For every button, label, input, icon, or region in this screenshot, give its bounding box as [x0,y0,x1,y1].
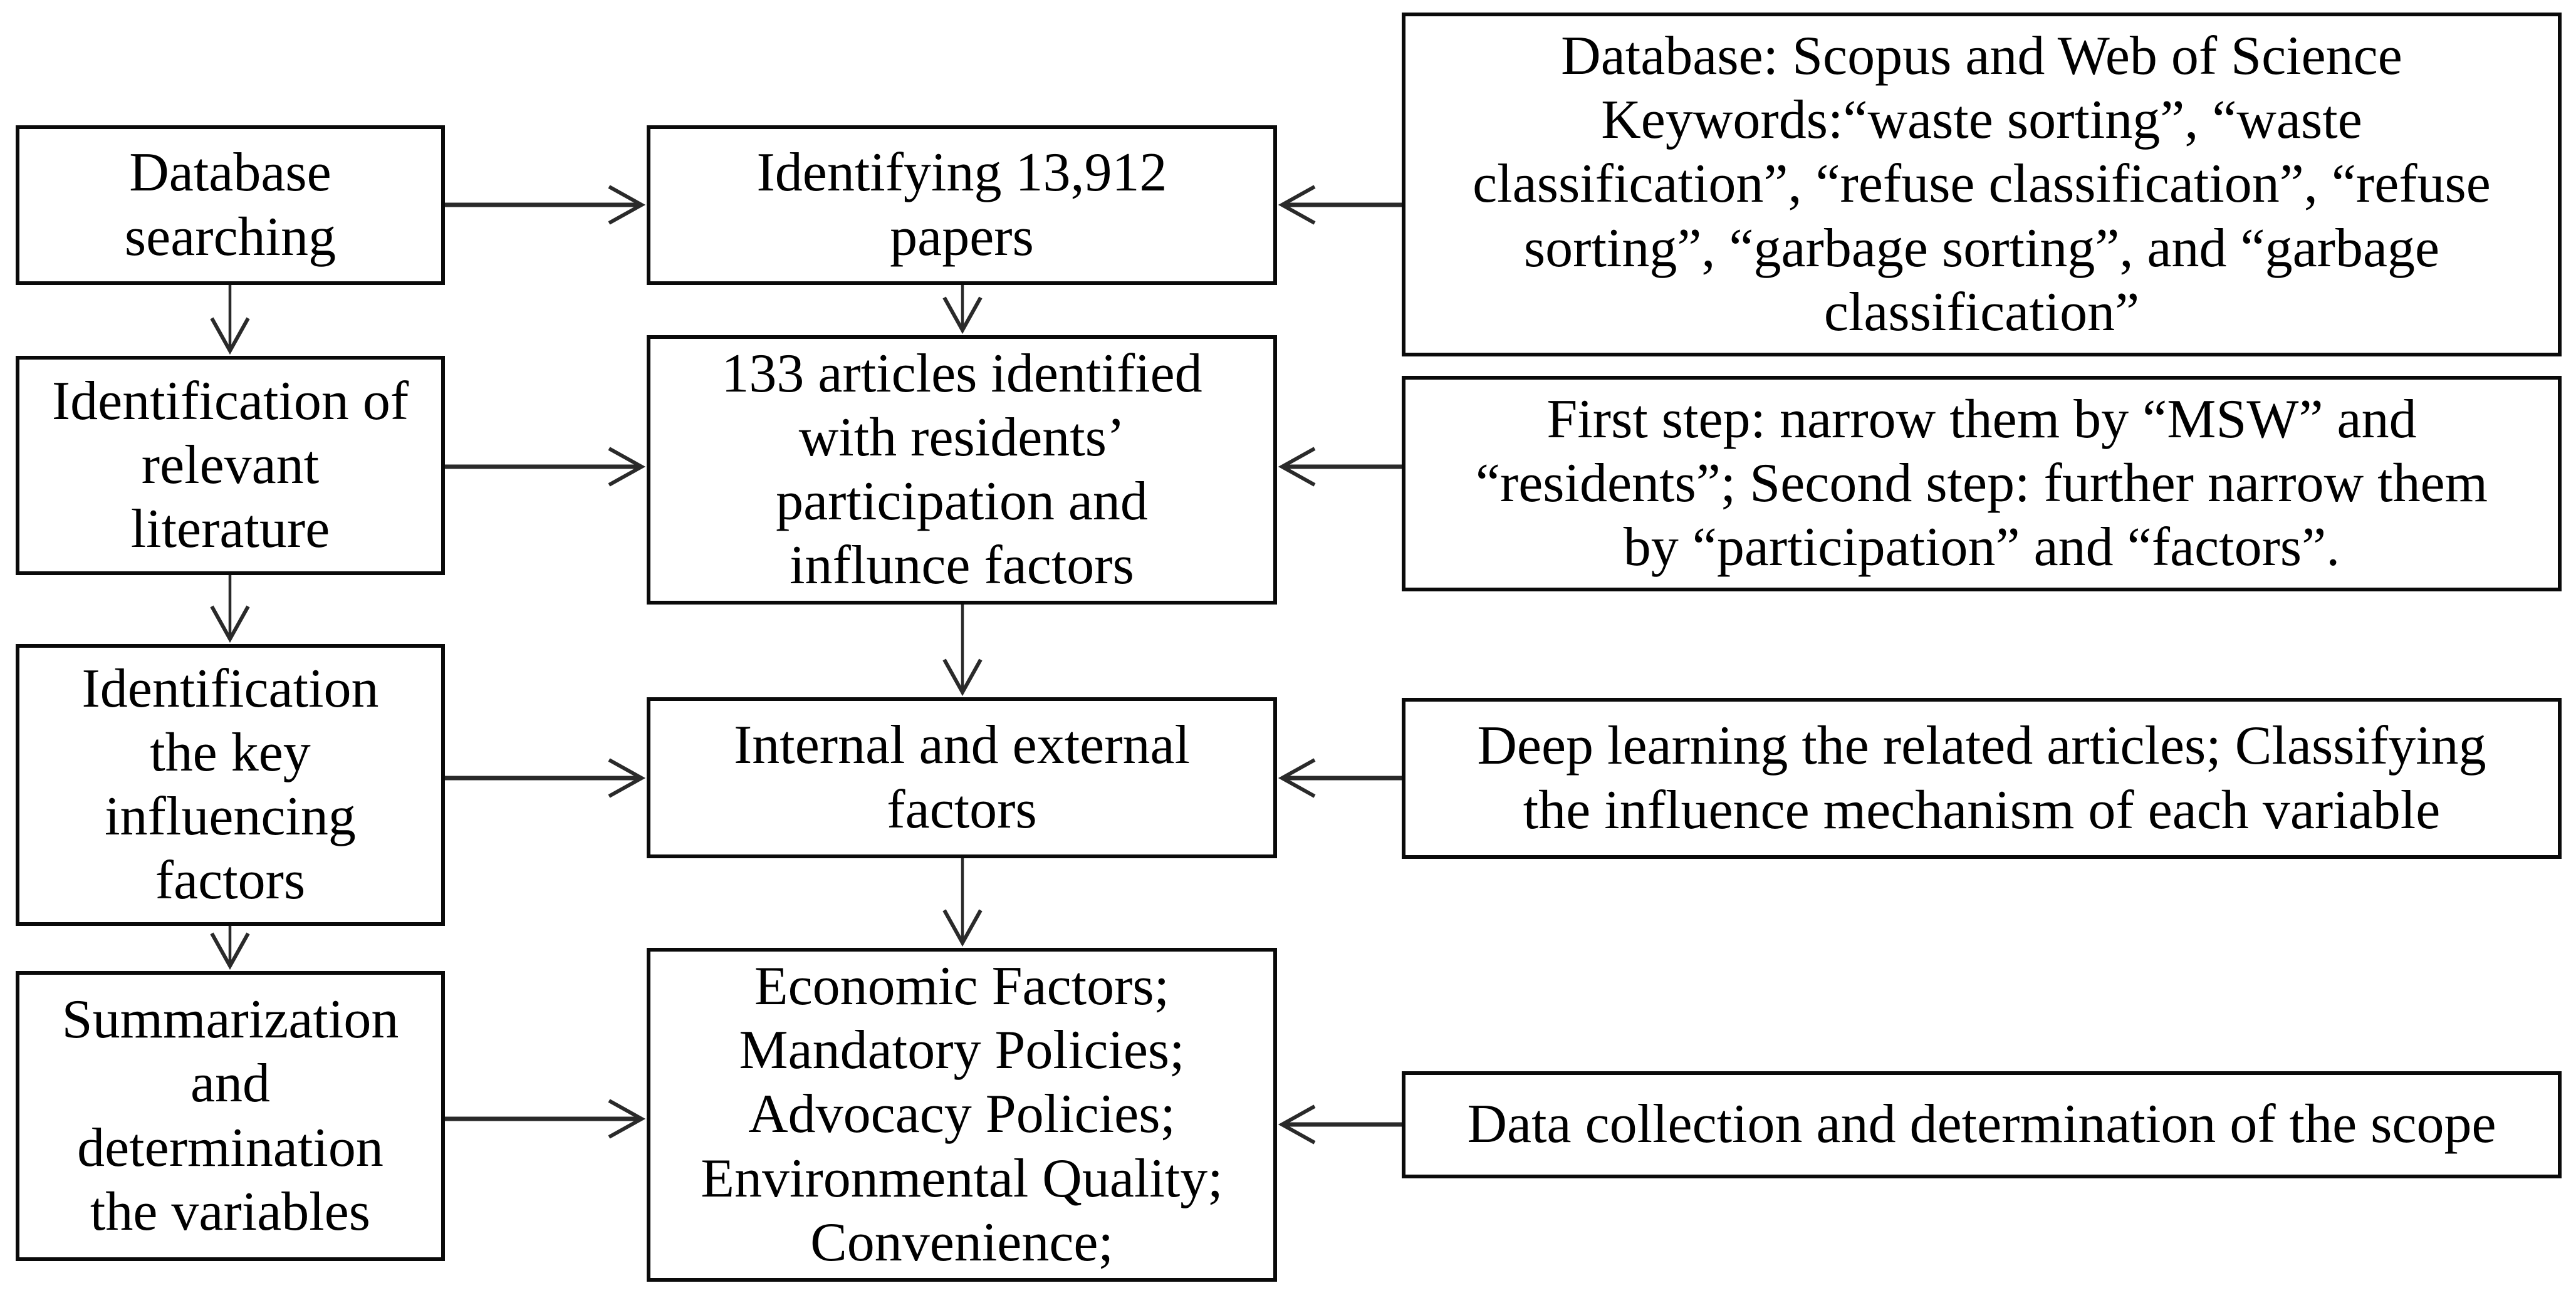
box-identification-of-relevant-literature-text: Identification of relevant literature [51,370,409,560]
box-database-and-keywords: Database: Scopus and Web of Science Keyw… [1402,13,2562,356]
box-articles-identified: 133 articles identified with residents’ … [647,335,1277,605]
box-data-collection-scope: Data collection and determination of the… [1402,1071,2562,1178]
box-database-and-keywords-text: Database: Scopus and Web of Science Keyw… [1473,26,2491,343]
box-identifying-papers: Identifying 13,912 papers [647,125,1277,285]
box-summarization-and-determination-text: Summarization and determination the vari… [61,989,399,1242]
box-key-variables: Economic Factors; Mandatory Policies; Ad… [647,948,1277,1282]
box-internal-external-factors: Internal and external factors [647,697,1277,858]
box-internal-external-factors-text: Internal and external factors [733,715,1191,840]
box-articles-identified-text: 133 articles identified with residents’ … [721,343,1202,596]
box-identifying-papers-text: Identifying 13,912 papers [756,142,1167,267]
box-database-searching: Database searching [16,125,445,285]
box-narrowing-steps-text: First step: narrow them by “MSW” and “re… [1475,388,2488,578]
box-narrowing-steps: First step: narrow them by “MSW” and “re… [1402,376,2562,591]
box-identification-of-relevant-literature: Identification of relevant literature [16,356,445,575]
box-identification-key-influencing-factors: Identification the key influencing facto… [16,644,445,926]
box-key-variables-text: Economic Factors; Mandatory Policies; Ad… [701,956,1223,1273]
box-deep-learning-related-articles: Deep learning the related articles; Clas… [1402,698,2562,859]
box-summarization-and-determination: Summarization and determination the vari… [16,971,445,1261]
box-database-searching-text: Database searching [124,142,336,267]
box-identification-key-influencing-factors-text: Identification the key influencing facto… [81,658,379,911]
box-data-collection-scope-text: Data collection and determination of the… [1467,1094,2496,1155]
box-deep-learning-related-articles-text: Deep learning the related articles; Clas… [1477,715,2486,841]
